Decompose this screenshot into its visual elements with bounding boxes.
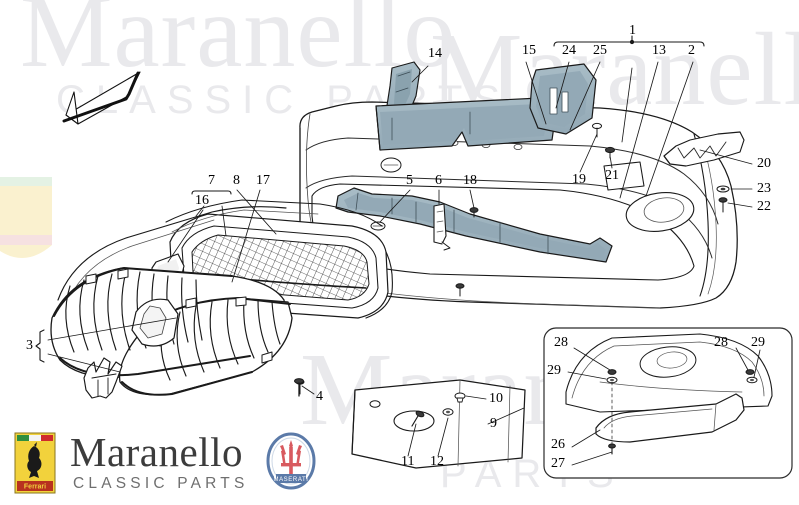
callout-2: 2 [688, 43, 695, 58]
fastener-23 [716, 185, 730, 193]
callout-11: 11 [401, 454, 415, 469]
callout-13: 13 [652, 43, 666, 58]
brand-logo: Ferrari Maranello CLASSIC PARTS MASERATI [14, 428, 316, 494]
inset-callout-28b: 28 [714, 335, 728, 350]
fastener-lower-center [455, 283, 465, 297]
callout-25: 25 [593, 43, 607, 58]
inset-fasteners-right [745, 369, 758, 384]
part-4-screw [294, 378, 304, 397]
part-15-right-bracket [529, 63, 597, 135]
callout-4: 4 [316, 389, 323, 404]
ferrari-badge-icon: Ferrari [14, 432, 56, 494]
inset-callout-29a: 29 [547, 363, 561, 378]
part-12-nut [442, 408, 454, 416]
watermark-ferrari-shield [0, 177, 52, 258]
inset-callout-28a: 28 [554, 335, 568, 350]
part-13-upper-reinforcement [375, 97, 557, 151]
part-6-clip-bracket [433, 203, 451, 251]
part-5-lower-reinforcement [335, 187, 613, 263]
callout-5: 5 [406, 173, 413, 188]
inset-fasteners-left [606, 369, 618, 384]
inset-callout-27: 27 [551, 456, 565, 471]
callout-1: 1 [629, 23, 636, 38]
brand-tagline: CLASSIC PARTS [73, 475, 249, 493]
callout-16: 16 [195, 193, 209, 208]
callout-9: 9 [490, 416, 497, 431]
callout-17: 17 [256, 173, 270, 188]
fastener-19 [592, 122, 602, 138]
inset-callout-29b: 29 [751, 335, 765, 350]
callout-3: 3 [26, 338, 33, 353]
callout-22: 22 [757, 199, 771, 214]
part-9-license-plate-bracket [351, 379, 526, 469]
fastener-22 [718, 197, 728, 213]
orientation-arrow [62, 71, 141, 125]
maserati-badge-text: MASERATI [274, 477, 309, 483]
brand-text-block: Maranello CLASSIC PARTS [70, 428, 249, 493]
trident-emblem [83, 357, 123, 399]
callout-10: 10 [489, 391, 503, 406]
callout-15: 15 [522, 43, 536, 58]
callout-19: 19 [572, 172, 586, 187]
ferrari-badge-text: Ferrari [24, 484, 46, 491]
callout-18: 18 [463, 173, 477, 188]
callout-7: 7 [208, 173, 215, 188]
part-11-screw [411, 410, 425, 427]
callout-12: 12 [430, 454, 444, 469]
callout-21: 21 [605, 168, 619, 183]
callout-8: 8 [233, 173, 240, 188]
inset-callout-26: 26 [551, 437, 565, 452]
part-3-front-grille [50, 267, 293, 396]
leader-lines [47, 61, 753, 457]
part-10-clip [454, 392, 466, 403]
inset-detail-panel [543, 327, 793, 479]
brand-name: Maranello [70, 428, 243, 475]
span-brackets [35, 35, 705, 363]
callout-24: 24 [562, 43, 576, 58]
inset-fastener-27 [608, 443, 616, 455]
part-20-trim-bracket [663, 131, 745, 167]
callout-23: 23 [757, 181, 771, 196]
maserati-badge-icon: MASERATI [266, 432, 316, 490]
callout-6: 6 [435, 173, 442, 188]
callout-20: 20 [757, 156, 771, 171]
callout-14: 14 [428, 46, 442, 61]
